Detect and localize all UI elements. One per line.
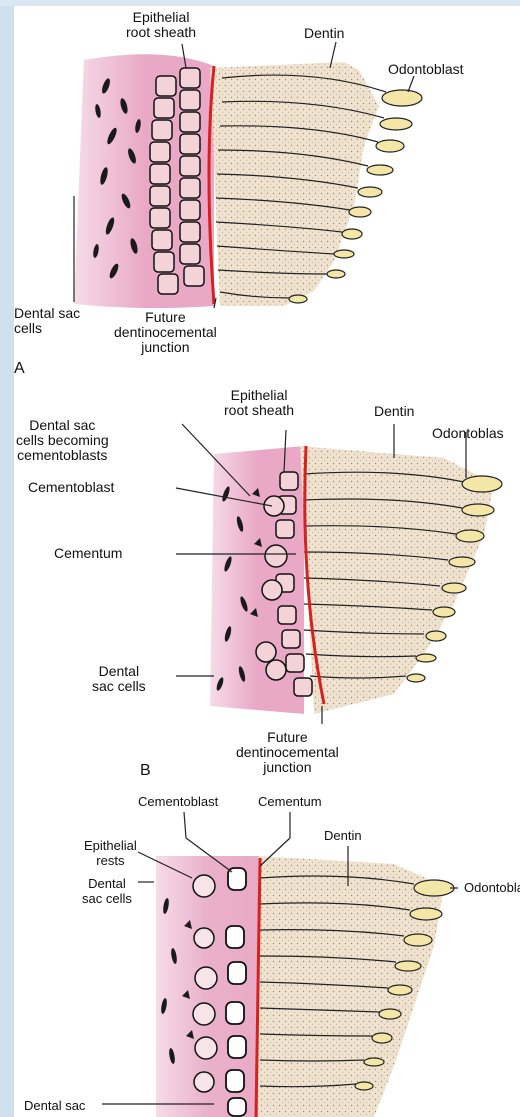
label-epithelial-rests-c: Epithelial rests (84, 838, 137, 868)
label-dental-sac-cells-c: Dental sac cells (82, 876, 132, 906)
label-dentin-c: Dentin (324, 828, 362, 843)
dentin-region (210, 62, 379, 306)
label-dental-sac-cells-b: Dental sac cells (92, 664, 146, 694)
slide-left-edge (0, 0, 14, 1117)
panel-a-diagram: Epithelial root sheath Dentin Odontoblas… (14, 6, 520, 380)
panel-letter-b: B (140, 762, 151, 780)
panel-letter-a: A (14, 360, 25, 378)
label-cementoblast-c: Cementoblast (138, 794, 218, 809)
label-dentin-b: Dentin (374, 404, 414, 419)
label-future-junction-a: Future dentinocemental junction (114, 310, 217, 355)
label-odontoblast-c: Odontoblas (464, 880, 520, 895)
label-cementum-c: Cementum (258, 794, 322, 809)
label-future-junction-b: Future dentinocemental junction (236, 730, 339, 775)
label-dental-sac-cells-a: Dental sac cells (14, 306, 80, 336)
label-dental-sac-bottom-c: Dental sac (24, 1098, 85, 1113)
panel-b-diagram: Epithelial root sheath Dentin Odontoblas… (14, 384, 520, 780)
panel-c-illustration (14, 786, 520, 1117)
panel-c-diagram: Cementoblast Cementum Dentin Epithelial … (14, 786, 520, 1117)
label-odontoblast-a: Odontoblast (388, 62, 464, 77)
label-dentin-a: Dentin (304, 26, 344, 41)
label-cementoblast-b: Cementoblast (28, 480, 114, 495)
label-epithelial-root-sheath-a: Epithelial root sheath (126, 10, 196, 40)
label-dental-sac-becoming-cementoblasts-b: Dental sac cells becoming cementoblasts (16, 418, 109, 463)
label-epithelial-root-sheath-b: Epithelial root sheath (224, 388, 294, 418)
label-cementum-b: Cementum (54, 546, 122, 561)
dentin-region-c (258, 856, 444, 1117)
label-odontoblast-b: Odontoblas (432, 426, 504, 441)
